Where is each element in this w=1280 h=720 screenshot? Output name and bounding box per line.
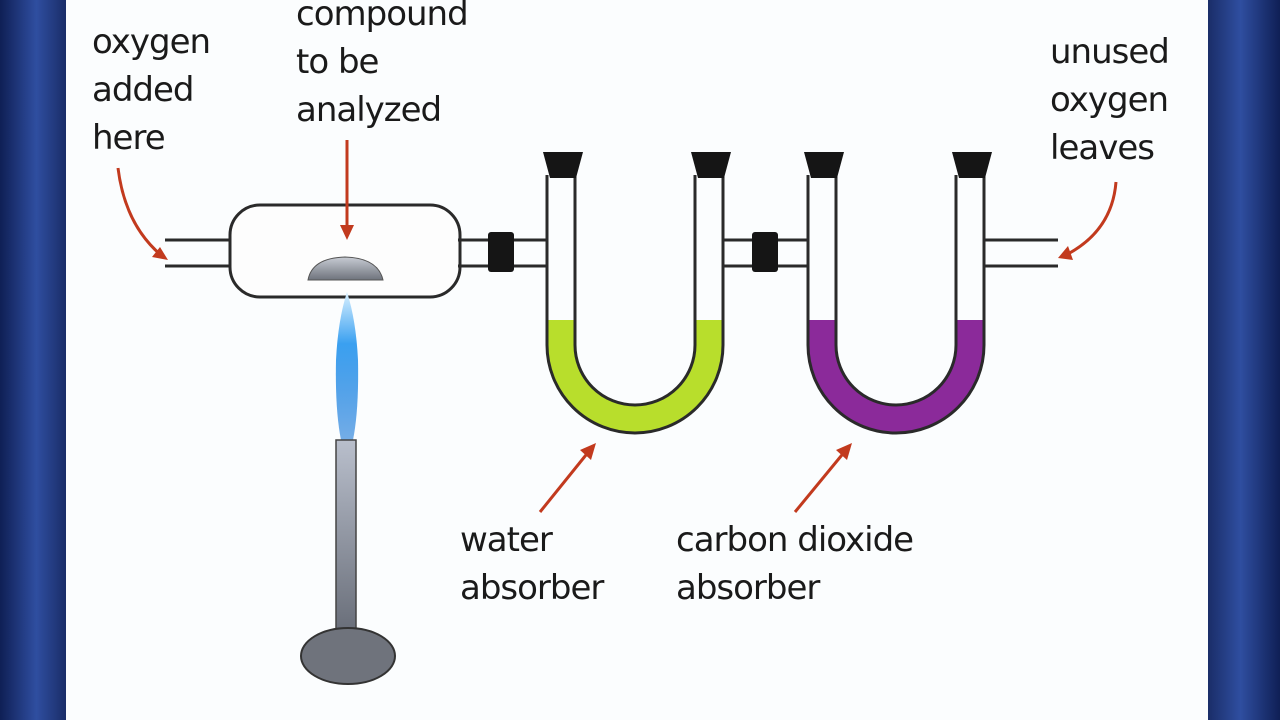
right-border (1208, 0, 1280, 720)
label-line: compound (296, 0, 469, 34)
label-compound: compound to be analyzed (296, 0, 469, 134)
co2-absorber-tube (804, 152, 992, 435)
bunsen-burner (300, 439, 396, 685)
left-border (0, 0, 66, 720)
label-line: unused (1050, 32, 1170, 72)
arrow-oxygen-in (116, 167, 163, 258)
label-line: absorber (460, 568, 604, 608)
label-line: carbon dioxide (676, 520, 914, 560)
label-line: oxygen (92, 22, 211, 62)
label-oxygen-added: oxygen added here (92, 18, 211, 162)
label-line: absorber (676, 568, 820, 608)
label-line: added (92, 70, 195, 110)
arrow-co2 (793, 449, 848, 513)
label-line: oxygen (1050, 80, 1169, 120)
arrow-water (538, 449, 592, 513)
burner-flame (335, 292, 359, 440)
label-line: leaves (1050, 128, 1155, 168)
label-line: to be (296, 42, 379, 82)
sample-dish (307, 256, 384, 281)
label-line: analyzed (296, 90, 442, 130)
label-unused-oxygen: unused oxygen leaves (1050, 28, 1170, 172)
label-line: water (460, 520, 553, 560)
connector-stopper-2 (752, 232, 778, 272)
connector-stopper-1 (488, 232, 514, 272)
water-absorber-tube (543, 152, 731, 435)
arrow-oxygen-out (1063, 181, 1118, 258)
diagram-panel (66, 0, 1208, 720)
label-co2-absorber: carbon dioxide absorber (676, 516, 914, 612)
label-water-absorber: water absorber (460, 516, 604, 612)
label-line: here (92, 118, 166, 158)
combustion-tube (165, 203, 490, 299)
